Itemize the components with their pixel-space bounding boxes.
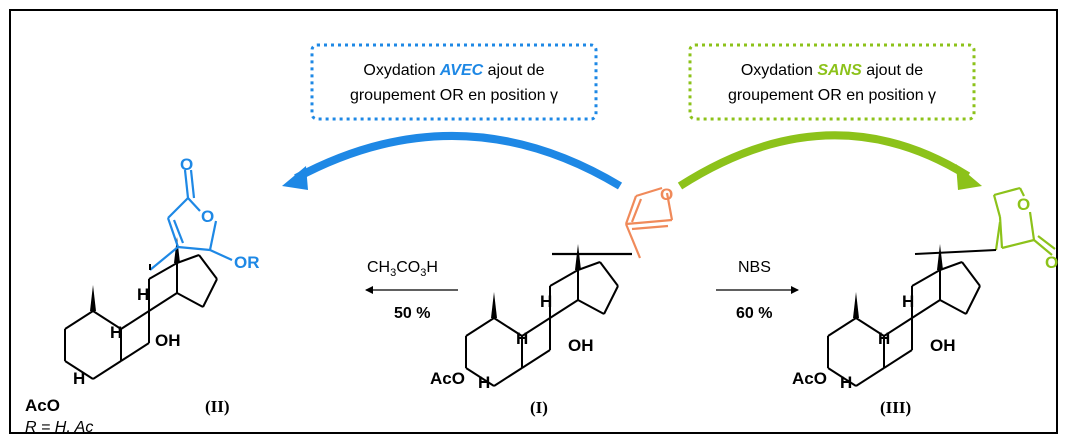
r-definition: R = H, Ac <box>25 419 93 436</box>
atom-H8-II: H <box>137 285 149 304</box>
box-left-line1: Oxydation AVEC ajout de <box>363 62 544 79</box>
atom-H9-II: H <box>110 323 122 342</box>
skeleton-bond <box>120 310 150 330</box>
box-left-line2: groupement OR en position γ <box>350 87 558 104</box>
skeleton-bond <box>911 269 941 287</box>
skeleton-bond <box>855 367 885 387</box>
reagent-nbs: NBS <box>738 259 771 276</box>
blue-curved-arrow <box>294 131 623 190</box>
skeleton-bond <box>521 349 551 369</box>
skeleton-bond <box>939 299 967 315</box>
atom-H9-I: H <box>516 329 528 348</box>
green-curved-arrow <box>677 131 971 190</box>
skeleton-bond <box>176 292 204 308</box>
atom-H5-III: H <box>840 373 852 392</box>
furan-substituent <box>552 186 674 259</box>
atom-O-ring-II: O <box>201 207 214 226</box>
blue-arrow-head <box>282 166 308 190</box>
skeleton-bond <box>603 285 619 315</box>
label-compound-II: (II) <box>205 397 230 416</box>
label-compound-III: (III) <box>880 398 911 417</box>
skeleton-bond <box>92 360 122 380</box>
yield-left: 50 % <box>394 305 430 322</box>
atom-O-carbonyl-II: O <box>180 155 193 174</box>
steroid-skeleton-center <box>465 244 619 387</box>
c17-bond-III <box>914 249 997 255</box>
skeleton-bond <box>493 317 523 337</box>
skeleton-bond <box>939 261 963 271</box>
box-with-or <box>310 43 598 121</box>
atom-H8-I: H <box>540 292 552 311</box>
skeleton-bond <box>965 285 981 315</box>
box-without-or <box>688 43 976 121</box>
methyl-wedge <box>937 244 943 270</box>
atom-OR-II: OR <box>234 253 260 272</box>
atom-H9-III: H <box>878 329 890 348</box>
methyl-wedge <box>174 237 180 263</box>
skeleton-bond <box>176 254 200 264</box>
steroid-skeleton-right <box>827 244 981 387</box>
methyl-wedge <box>575 244 581 270</box>
skeleton-bond <box>549 269 579 287</box>
skeleton-bond <box>120 342 150 362</box>
skeleton-bond <box>911 299 941 319</box>
skeleton-bond <box>465 367 495 387</box>
skeleton-bond <box>549 299 579 319</box>
skeleton-bond <box>521 317 551 337</box>
butenolide-or-substituent <box>149 169 233 271</box>
atom-H5-II: H <box>73 369 85 388</box>
skeleton-bond <box>202 278 218 308</box>
skeleton-bond <box>92 310 122 330</box>
box-right-line1: Oxydation SANS ajout de <box>741 62 923 79</box>
skeleton-bond <box>465 317 495 337</box>
atom-O-carbonyl-III: O <box>1045 253 1058 272</box>
skeleton-bond <box>961 261 981 287</box>
atom-H8-III: H <box>902 292 914 311</box>
skeleton-bond <box>148 292 178 312</box>
skeleton-bond <box>577 261 601 271</box>
box-right-line2: groupement OR en position γ <box>728 87 936 104</box>
skeleton-bond <box>827 317 857 337</box>
skeleton-bond <box>493 367 523 387</box>
skeleton-bond <box>577 299 605 315</box>
skeleton-bond <box>855 317 885 337</box>
atom-AcO-I: AcO <box>430 369 465 388</box>
methyl-wedge <box>90 285 96 311</box>
methyl-wedge <box>491 292 497 318</box>
atom-AcO-III: AcO <box>792 369 827 388</box>
atom-O-furan-I: O <box>660 185 673 204</box>
yield-right: 60 % <box>736 305 772 322</box>
atom-O-ring-III: O <box>1017 195 1030 214</box>
atom-H5-I: H <box>478 373 490 392</box>
skeleton-bond <box>198 254 218 280</box>
skeleton-bond <box>827 367 857 387</box>
label-compound-I: (I) <box>530 398 548 417</box>
skeleton-bond <box>883 349 913 369</box>
atom-OH-III: OH <box>930 336 956 355</box>
green-arrow-head <box>956 164 982 190</box>
atom-OH-II: OH <box>155 331 181 350</box>
skeleton-bond <box>148 262 178 280</box>
skeleton-bond <box>64 360 94 380</box>
reagent-peracid: CH3CO3H <box>367 259 438 279</box>
scheme-frame <box>9 9 1058 434</box>
butenolide-substituent <box>992 186 1056 256</box>
methyl-wedge <box>853 292 859 318</box>
steroid-skeleton-left <box>64 237 218 380</box>
atom-AcO-II: AcO <box>25 396 60 415</box>
skeleton-bond <box>599 261 619 287</box>
skeleton-bond <box>883 317 913 337</box>
skeleton-bond <box>64 310 94 330</box>
atom-OH-I: OH <box>568 336 594 355</box>
